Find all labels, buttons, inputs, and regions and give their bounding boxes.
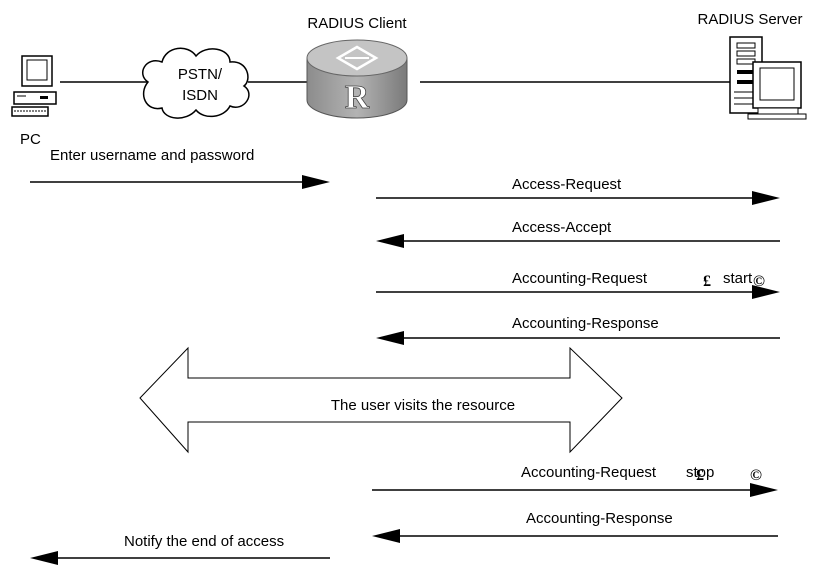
msg-enter-credentials-label: Enter username and password	[50, 147, 254, 164]
network-label-line2: ISDN	[182, 87, 218, 104]
close-paren-glyph-2: ©	[750, 467, 762, 484]
pc-icon	[11, 55, 57, 117]
start-note: start	[723, 270, 753, 287]
router-logo: R	[345, 79, 370, 116]
pc-label: PC	[20, 131, 41, 148]
msg-access-request-label: Access-Request	[512, 176, 622, 193]
msg-acct-response-1-label: Accounting-Response	[512, 315, 659, 332]
arrow-acct-request-start	[376, 285, 780, 299]
close-paren-glyph: ©	[753, 273, 765, 290]
arrow-client-to-pc	[30, 551, 330, 565]
msg-acct-response-2-label: Accounting-Response	[526, 510, 673, 527]
client-label: RADIUS Client	[307, 15, 407, 32]
user-visits-label: The user visits the resource	[331, 397, 515, 414]
arrow-acct-request-stop	[372, 483, 778, 497]
server-icon	[729, 36, 807, 120]
open-paren-glyph: £	[703, 273, 711, 290]
arrow-acct-response-2	[372, 529, 778, 543]
stop-note: stop	[686, 464, 714, 481]
arrow-access-request	[376, 191, 780, 205]
router-icon	[306, 39, 408, 119]
network-label-line1: PSTN/	[178, 66, 223, 83]
session-double-arrow	[139, 346, 623, 454]
arrow-acct-response-1	[376, 331, 780, 345]
arrow-pc-to-client	[30, 175, 330, 189]
cloud-icon	[142, 47, 250, 119]
msg-acct-request-stop-label: Accounting-Request	[521, 464, 657, 481]
server-label: RADIUS Server	[697, 11, 802, 28]
msg-notify-end-label: Notify the end of access	[124, 533, 284, 550]
arrow-access-accept	[376, 234, 780, 248]
msg-access-accept-label: Access-Accept	[512, 219, 612, 236]
open-paren-glyph-2: £	[696, 467, 704, 484]
msg-acct-request-start-label: Accounting-Request	[512, 270, 648, 287]
